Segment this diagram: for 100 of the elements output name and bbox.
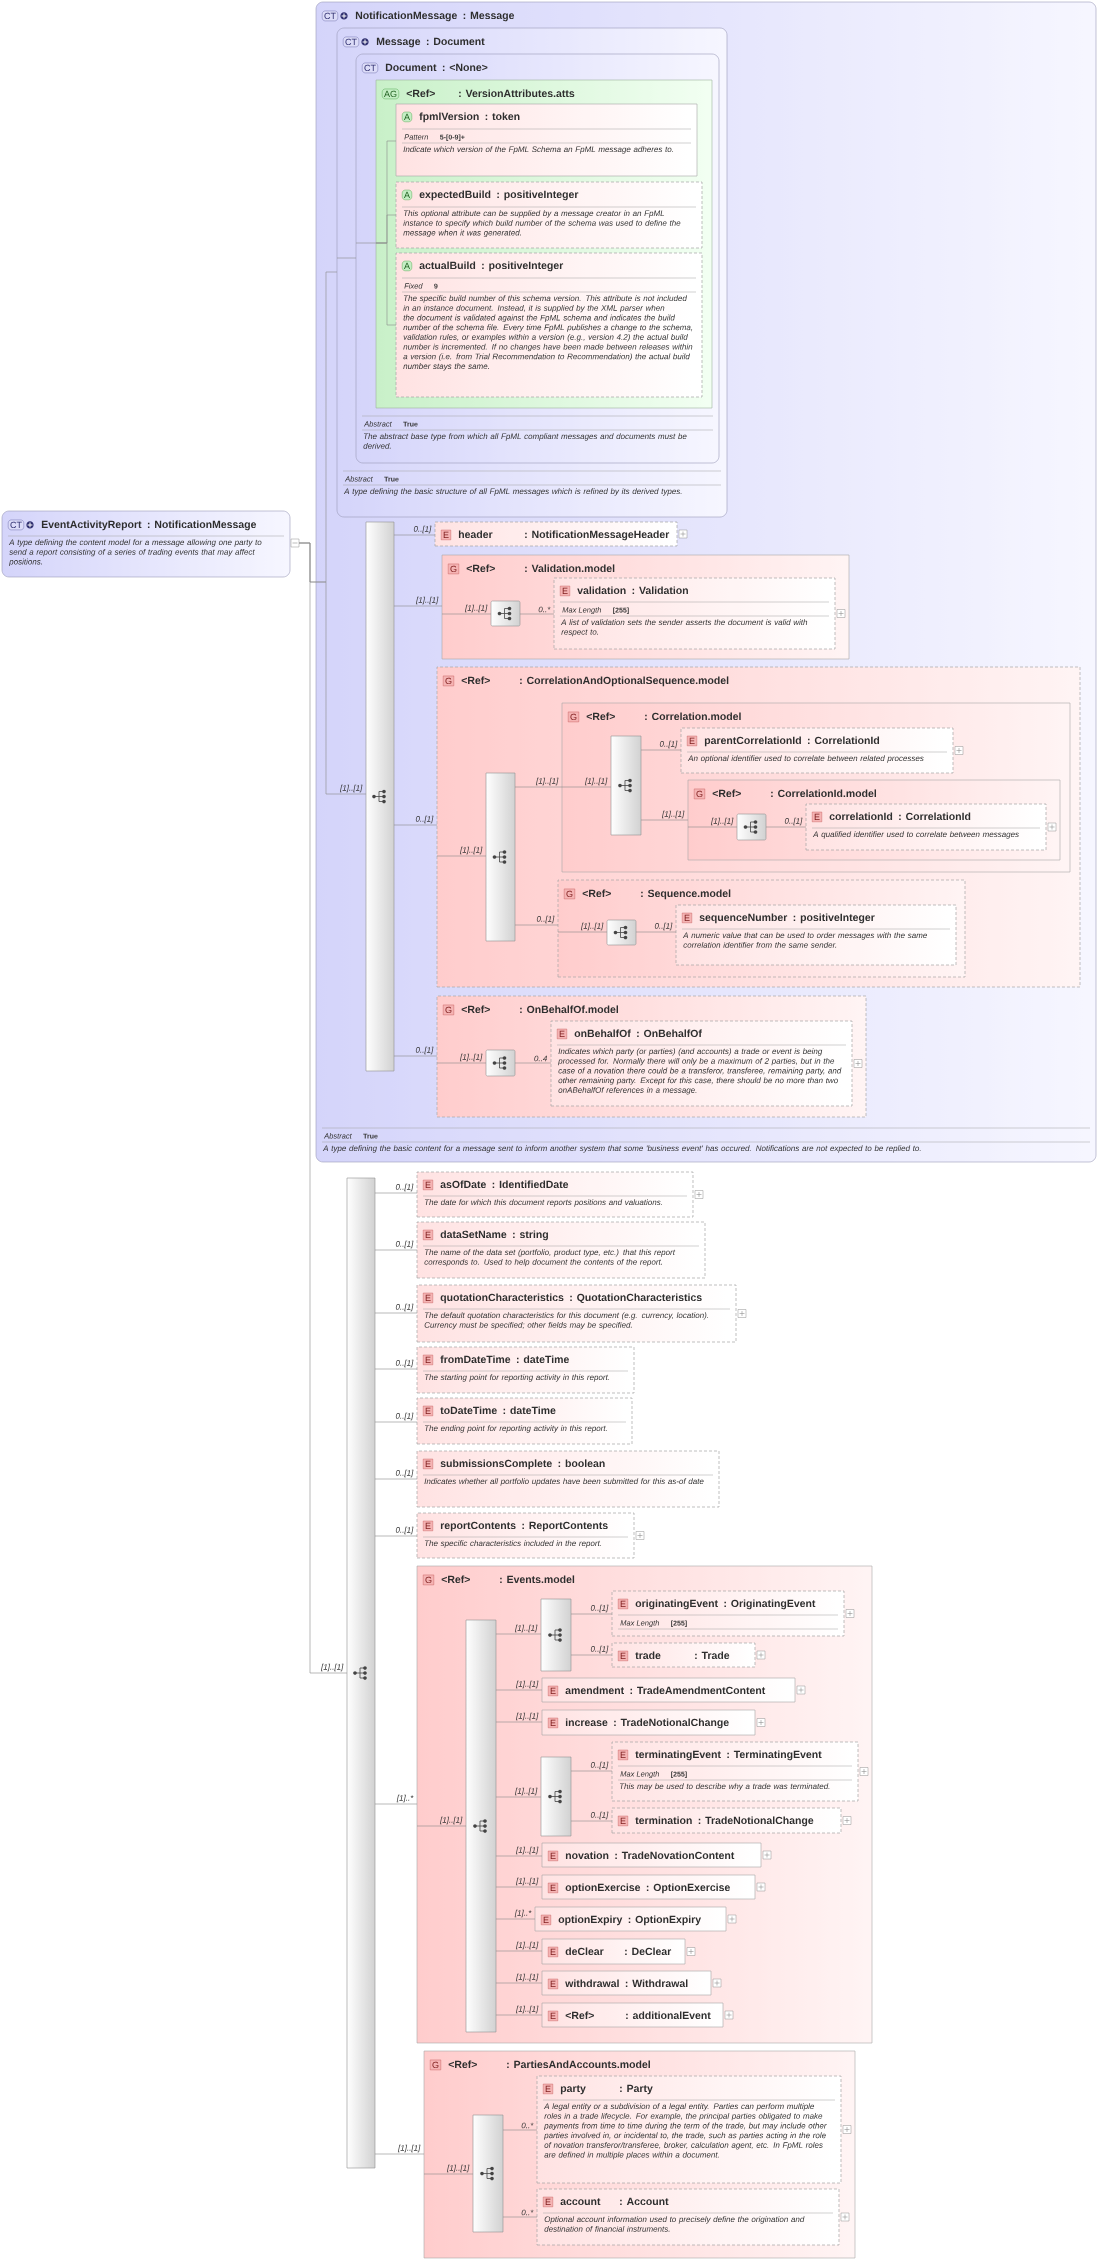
element-name: deClear: [565, 1947, 604, 1956]
connector-line: [495, 1886, 543, 1888]
type-badge: CT: [362, 62, 378, 74]
element-box: [416, 1397, 633, 1445]
type-badge: E: [423, 1405, 433, 1416]
element-name: amendment: [565, 1686, 624, 1695]
type-name: : Message: [463, 11, 515, 22]
connector-line: [393, 1055, 438, 1057]
element-name: sequenceNumber: [699, 913, 788, 924]
connector-line: [374, 1535, 418, 1537]
multiplicity-label: [1]..[1]: [515, 1877, 539, 1886]
element-name: optionExercise: [565, 1883, 641, 1894]
connector-line: [336, 257, 357, 259]
multiplicity-label: [1]..[1]: [439, 1816, 463, 1825]
element-name: <Ref>: [461, 1005, 490, 1014]
sequence-box: [736, 813, 767, 841]
element-name: actualBuild: [419, 261, 476, 270]
multiplicity-label: [1]..*: [396, 1794, 414, 1803]
type-badge: E: [423, 1354, 433, 1365]
type-name: : <None>: [442, 63, 488, 72]
multiplicity-label: 0..[1]: [590, 1645, 609, 1654]
sequence-bar: [472, 2114, 504, 2233]
sequence-box: [490, 600, 521, 627]
connector-line: [374, 1249, 418, 1251]
type-name: : CorrelationId: [899, 812, 971, 821]
multiplicity-label: 0..[1]: [395, 1412, 414, 1421]
type-name: : QuotationCharacteristics: [570, 1293, 702, 1304]
type-badge: CT: [343, 36, 359, 48]
connector-line: [393, 824, 438, 826]
element-box: [536, 2188, 840, 2246]
connector-line: [635, 931, 677, 933]
type-badge: E: [687, 735, 697, 746]
element-box: [416, 1221, 706, 1279]
type-name: : CorrelationAndOptionalSequence.model: [520, 676, 729, 687]
type-name: : IdentifiedDate: [492, 1180, 569, 1189]
type-badge: G: [423, 1574, 434, 1586]
type-badge: E: [423, 1458, 433, 1469]
type-name: : Events.model: [500, 1575, 575, 1584]
description-text: A qualified identifier used to correlate between messages: [812, 831, 1019, 839]
element-box: [611, 1590, 845, 1637]
multiplicity-label: [1]..[1]: [515, 1941, 539, 1950]
element-box: [416, 1346, 635, 1394]
multiplicity-label: [1]..[1]: [515, 2005, 539, 2014]
type-badge: E: [548, 1978, 558, 1989]
description-text: This optional attribute can be supplied by a message creator in an FpML instance to specify which build number of the schema was used to define the message when it was generated.: [403, 210, 681, 238]
multiplicity-label: [1]..[1]: [459, 1053, 483, 1062]
type-badge: E: [548, 1685, 558, 1696]
description-text: The starting point for reporting activity in this report.: [424, 1374, 610, 1382]
connector-line: [374, 1421, 418, 1423]
type-name: : positiveInteger: [793, 913, 875, 924]
connector-line: [495, 1633, 542, 1635]
type-badge: CT: [322, 10, 338, 22]
element-name: <Ref>: [406, 89, 435, 98]
type-name: : TradeNotionalChange: [614, 1718, 729, 1729]
element-box: [550, 1020, 853, 1107]
multiplicity-label: 0..*: [521, 2209, 534, 2216]
connector-line: [355, 242, 377, 244]
element-box: [536, 2075, 842, 2184]
type-badge: E: [548, 1882, 558, 1893]
element-name: fpmlVersion: [419, 112, 479, 123]
type-badge: E: [548, 1850, 558, 1861]
multiplicity-label: [1]..[1]: [661, 810, 685, 819]
type-name: : Validation: [632, 586, 688, 595]
multiplicity-label: [1]..[1]: [514, 1787, 538, 1796]
description-text: The ending point for reporting activity in this report.: [424, 1425, 607, 1433]
sequence-bar: [540, 1598, 572, 1672]
sequence-box: [606, 919, 637, 946]
type-name: : OriginatingEvent: [724, 1599, 816, 1610]
multiplicity-label: 0..[1]: [413, 525, 432, 534]
description-text: A legal entity or a subdivision of a legal entity. Parties can perform multiple roles in a trade lifecycle. For example, the principal parties obligated to make payments from time to time during the term of the trade, but may include other parties involved in, or incidental to, the trade, such as parties acting in the role of novation transferor/transferee, broker, calculation agent, etc. In FpML roles are defined in multiple places within a document.: [543, 2103, 827, 2160]
description-text: The name of the data set (portfolio, product type, etc.) that this report corresponds to. Used to help document the contents of the report.: [424, 1249, 676, 1267]
type-badge: AG: [382, 88, 399, 100]
description-text: The specific build number of this schema version. This attribute is not included in an instance document. Instead, it is supplied by the XML parser when the document is validated against the FpML schema and indicates the build number of the schema file. Every time FpML publishes a change to the schema, validation rules, or examples within a version (e.g., version 4.2) the actual build number is incremented. If no changes have been made between releases within a version (i.e. from Trial Recommendation to Recommendation) the actual build number stays the same.: [403, 295, 693, 371]
connector-line: [436, 1062, 487, 1064]
connector-line: [436, 855, 487, 857]
description-text: An optional identifier used to correlate between related processes: [687, 755, 924, 763]
element-box: [541, 1970, 712, 1996]
multiplicity-label: 0..[1]: [395, 1183, 414, 1192]
element-name: fromDateTime: [440, 1355, 511, 1364]
connector-line: [374, 2153, 425, 2155]
type-name: : NotificationMessageHeader: [525, 530, 670, 541]
element-name: account: [560, 2198, 601, 2206]
connector-line: [502, 2216, 538, 2218]
element-name: reportContents: [440, 1521, 516, 1532]
type-badge: G: [443, 675, 454, 687]
element-box: [416, 1171, 694, 1218]
description-text: The abstract base type from which all FpML compliant messages and documents must be derived.: [363, 433, 687, 449]
element-box: [680, 727, 954, 774]
type-badge: E: [618, 1650, 628, 1661]
element-name: asOfDate: [440, 1180, 486, 1189]
connector-line: [514, 1062, 552, 1064]
connector-line: [374, 1192, 418, 1194]
connector-line: [519, 613, 555, 615]
element-box: [541, 1842, 762, 1868]
type-badge: G: [564, 888, 575, 900]
connector-line: [495, 1721, 543, 1723]
connector-line: [393, 605, 443, 607]
type-name: : Withdrawal: [625, 1979, 688, 1988]
connector-line: [495, 1950, 543, 1952]
element-box: [611, 1741, 859, 1802]
